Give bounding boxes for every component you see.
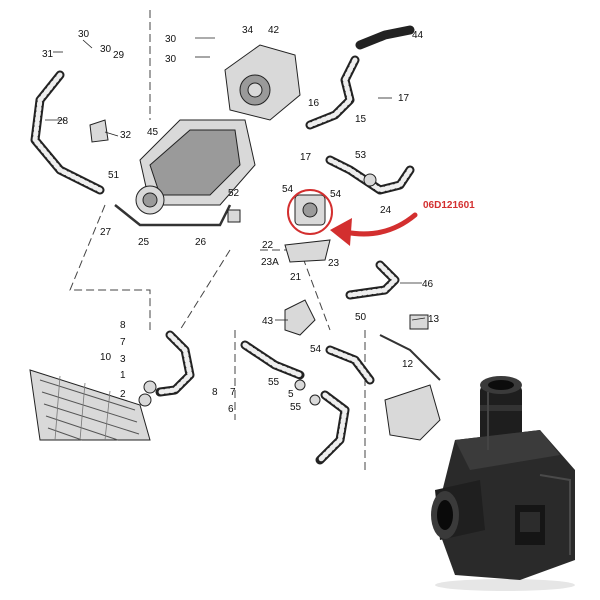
- label-51: 51: [108, 170, 120, 181]
- label-10: 10: [100, 352, 112, 363]
- label-30-a: 30: [78, 29, 90, 40]
- label-28: 28: [57, 116, 69, 127]
- callout-arrow: [330, 212, 418, 246]
- label-7-a: 7: [120, 337, 126, 348]
- label-45: 45: [147, 127, 159, 138]
- label-21: 21: [290, 272, 302, 283]
- label-17-a: 17: [398, 93, 410, 104]
- label-46: 46: [422, 279, 434, 290]
- hose-44: [355, 25, 415, 50]
- label-26: 26: [195, 237, 207, 248]
- label-17-b: 17: [300, 152, 312, 163]
- label-25: 25: [138, 237, 150, 248]
- label-8-b: 8: [212, 387, 218, 398]
- pipe-25: [114, 204, 232, 227]
- label-50: 50: [355, 312, 367, 323]
- highlighted-pump-diagram: [284, 189, 333, 263]
- label-23: 23: [328, 258, 340, 269]
- callout-part-number: 06D121601: [423, 200, 475, 211]
- label-32: 32: [120, 130, 132, 141]
- turbocharger-assembly: [135, 119, 256, 215]
- label-54-c: 54: [310, 344, 322, 355]
- label-12: 12: [402, 359, 414, 370]
- label-43: 43: [262, 316, 274, 327]
- part-labels-center: 16 17 15 17 53 54 54 24 22 23A 21 23 46 …: [261, 93, 440, 370]
- label-52: 52: [228, 188, 240, 199]
- label-2: 2: [120, 389, 126, 400]
- water-pump-photo: [431, 376, 575, 591]
- label-42: 42: [268, 25, 280, 36]
- label-22: 22: [262, 240, 274, 251]
- label-31: 31: [42, 49, 54, 60]
- label-53: 53: [355, 150, 367, 161]
- misc-components: [89, 119, 441, 441]
- label-15: 15: [355, 114, 367, 125]
- leader-lines: [45, 37, 426, 321]
- label-54-b: 54: [330, 189, 342, 200]
- label-54-a: 54: [282, 184, 294, 195]
- part-labels-lower-left: 8 7 10 3 1 2 8 7 6 55 5 55: [100, 320, 302, 415]
- label-23A: 23A: [261, 257, 279, 268]
- turbine-housing: [224, 44, 301, 121]
- label-6: 6: [228, 404, 234, 415]
- label-8-a: 8: [120, 320, 126, 331]
- hoses: [30, 25, 441, 465]
- label-7-b: 7: [230, 387, 236, 398]
- label-34: 34: [242, 25, 254, 36]
- label-30-d: 30: [165, 54, 177, 65]
- label-30-b: 30: [100, 44, 112, 55]
- pipe-12: [379, 334, 441, 381]
- label-1: 1: [120, 370, 126, 381]
- label-30-c: 30: [165, 34, 177, 45]
- label-55-b: 55: [290, 402, 302, 413]
- label-55-a: 55: [268, 377, 280, 388]
- label-44: 44: [412, 30, 424, 41]
- part-labels-left: 28 32 45 51 27 25 26 52: [57, 116, 240, 248]
- radiator: [29, 369, 151, 441]
- label-5: 5: [288, 389, 294, 400]
- label-24: 24: [380, 205, 392, 216]
- label-3: 3: [120, 354, 126, 365]
- label-27: 27: [100, 227, 112, 238]
- part-labels-top: 30 31 30 29 30 30 34 42 44: [42, 25, 424, 65]
- label-13: 13: [428, 314, 440, 325]
- label-29: 29: [113, 50, 125, 61]
- label-16: 16: [308, 98, 320, 109]
